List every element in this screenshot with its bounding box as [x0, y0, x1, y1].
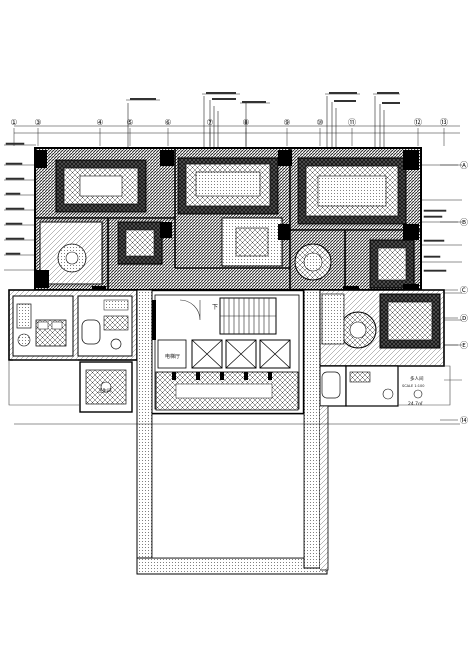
room-left-title: 卫生间 — [98, 387, 112, 394]
grid-top-3: ⑤ — [126, 118, 133, 127]
lower-right-outline — [398, 365, 462, 406]
grid-top-2: ④ — [96, 118, 103, 127]
grid-top-9: ⑪ — [348, 118, 356, 127]
grid-bottom-0: ⑭ — [460, 416, 468, 425]
grid-right-0: Ⓐ — [460, 161, 468, 170]
grid-top-1: ③ — [34, 118, 41, 127]
left-callout-leaders — [4, 142, 36, 271]
grid-right-1: Ⓑ — [460, 218, 468, 227]
grid-top-5: ⑦ — [206, 118, 213, 127]
sofa-icon — [16, 303, 32, 347]
grid-top-6: ⑧ — [242, 118, 249, 127]
lower-right-bath — [317, 365, 399, 407]
grid-bubbles-right: Ⓐ Ⓑ Ⓒ Ⓓ Ⓔ — [440, 161, 468, 350]
room-right-scale: SCALE 1:100 — [402, 384, 424, 388]
grid-right-3: Ⓓ — [460, 314, 468, 323]
lower-left-wing — [8, 289, 138, 361]
top-callout-text — [130, 92, 400, 104]
room-right-title: 多人间 — [410, 375, 424, 382]
bed-icon — [35, 319, 67, 347]
grid-top-7: ⑨ — [283, 118, 290, 127]
grid-bubbles-bottom: ⑭ — [440, 416, 468, 425]
stair-icon — [219, 297, 277, 335]
stair-mark: 下 — [212, 304, 218, 311]
grid-right-4: Ⓔ — [460, 341, 468, 350]
grid-top-11: ⑬ — [440, 118, 448, 127]
lift-lobby-label: 电梯厅 — [165, 353, 180, 360]
grid-bubbles-top: ① ③ ④ ⑤ ⑥ ⑦ ⑧ ⑨ ⑩ ⑪ ⑫ ⑬ — [10, 118, 448, 146]
elevator-icon — [191, 339, 291, 369]
central-core — [148, 288, 306, 416]
lower-left-closet — [79, 361, 133, 413]
upper-floor-block — [34, 147, 422, 302]
grid-top-0: ① — [10, 118, 17, 127]
grid-top-4: ⑥ — [164, 118, 171, 127]
room-right-area: 24.7㎡ — [408, 400, 423, 407]
grid-right-2: Ⓒ — [460, 286, 468, 295]
grid-top-8: ⑩ — [316, 118, 323, 127]
grid-top-10: ⑫ — [414, 118, 422, 127]
room-tag-circle — [413, 389, 423, 399]
lower-right-wing — [317, 289, 445, 367]
grid-axis-top — [14, 125, 460, 134]
courtyard-walls — [136, 289, 329, 575]
lower-left-outline — [8, 359, 80, 406]
